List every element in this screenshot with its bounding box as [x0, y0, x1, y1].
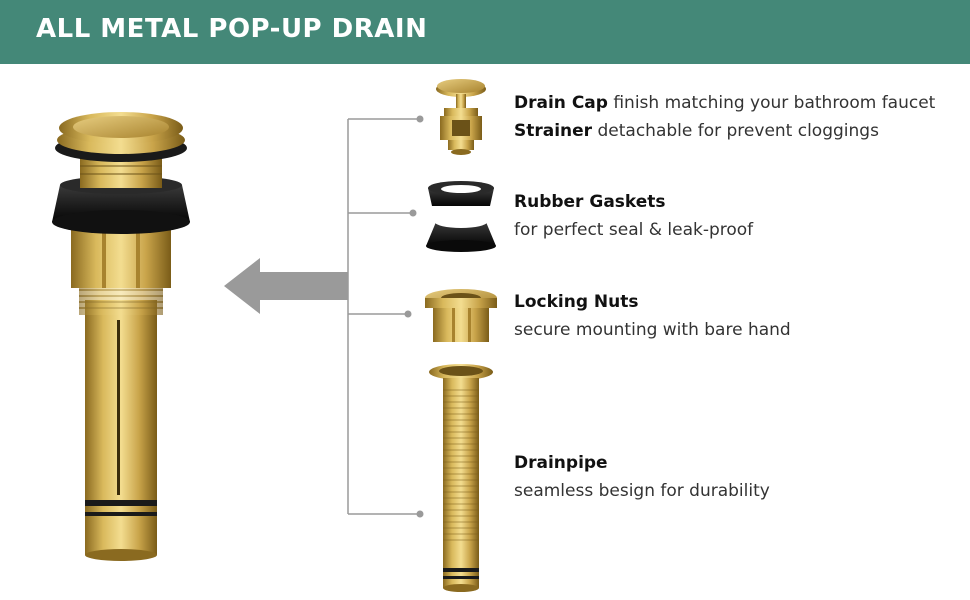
connector-dot [409, 209, 417, 217]
drainpipe-icon [429, 364, 493, 592]
rubber-gaskets-label-block: Rubber Gaskets for perfect seal & leak-p… [514, 188, 753, 244]
page-title: ALL METAL POP-UP DRAIN [36, 14, 428, 44]
rubber-gasket-icon [426, 181, 496, 252]
part-name: Locking Nuts [514, 292, 639, 312]
assembled-drain-icon [52, 112, 190, 561]
part-name: Drain Cap [514, 93, 608, 113]
drain-cap-label-block: Drain Cap finish matching your bathroom … [514, 89, 935, 145]
part-name: Drainpipe [514, 453, 608, 473]
arrow-left-icon [224, 258, 348, 314]
connector-dot [416, 510, 424, 518]
locking-nuts-label-block: Locking Nuts secure mounting with bare h… [514, 288, 791, 344]
drain-cap-icon [436, 79, 486, 155]
part-description: secure mounting with bare hand [514, 320, 791, 340]
part-description: for perfect seal & leak-proof [514, 220, 754, 240]
part-description: finish matching your bathroom faucet [613, 93, 936, 113]
part-description: detachable for prevent cloggings [597, 121, 879, 141]
drainpipe-label-block: Drainpipe seamless besign for durability [514, 449, 770, 505]
locking-nut-icon [425, 289, 497, 342]
part-description: seamless besign for durability [514, 481, 770, 501]
part-name: Strainer [514, 121, 593, 141]
connector-bracket [347, 118, 418, 515]
header-banner: ALL METAL POP-UP DRAIN [0, 0, 970, 64]
part-name: Rubber Gaskets [514, 192, 666, 212]
connector-dot [416, 115, 424, 123]
connector-dot [404, 310, 412, 318]
